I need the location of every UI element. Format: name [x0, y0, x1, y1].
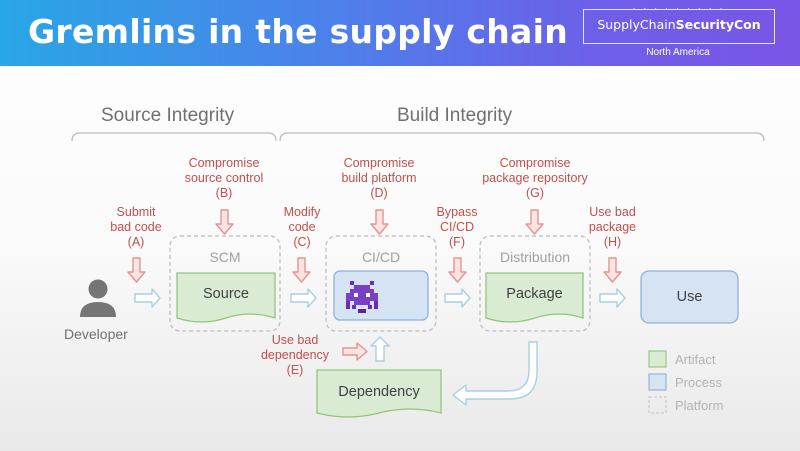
cicd-process [333, 270, 429, 321]
threat-h-line1: Use bad [589, 205, 636, 219]
threat-arrow-e [342, 342, 368, 361]
logo-text-part2: SecurityCon [675, 17, 761, 32]
flow-arrow-distribution-dependency [452, 341, 538, 406]
cicd-platform-label: CI/CD [361, 249, 401, 265]
source-integrity-header: Source Integrity [101, 105, 235, 126]
build-integrity-brace [279, 132, 765, 142]
threat-f-line2: CI/CD [439, 220, 475, 234]
threat-label-b: Compromise source control (B) [174, 156, 274, 201]
legend-platform-swatch [648, 396, 667, 414]
threat-d-id: (D) [370, 186, 388, 200]
source-label: Source [203, 286, 249, 302]
threat-f-id: (F) [449, 235, 465, 249]
legend-process-label: Process [675, 375, 722, 390]
flow-arrow-dependency-cicd [370, 336, 390, 362]
threat-label-f: Bypass CI/CD (F) [427, 205, 487, 250]
threat-label-a: Submit bad code (A) [96, 205, 176, 250]
package-label: Package [506, 286, 563, 302]
threat-g-id: (G) [525, 186, 545, 200]
threat-arrow-c [292, 257, 311, 283]
threat-a-line2: bad code [110, 220, 162, 234]
threat-label-e: Use bad dependency (E) [255, 333, 335, 378]
threat-c-line2: code [288, 220, 316, 234]
threat-c-line1: Modify [283, 205, 321, 219]
scm-platform [169, 235, 281, 332]
threat-label-g: Compromise package repository (G) [470, 156, 600, 201]
distribution-platform [479, 235, 591, 332]
threat-g-line2: package repository [482, 171, 588, 185]
threat-label-d: Compromise build platform (D) [329, 156, 429, 201]
legend-process-swatch [648, 373, 667, 391]
threat-a-line1: Submit [116, 205, 156, 219]
threat-label-h: Use bad package (H) [580, 205, 645, 250]
legend-artifact-swatch [648, 350, 667, 368]
scm-platform-label: SCM [209, 249, 241, 265]
threat-arrow-b [215, 209, 234, 235]
use-process [640, 270, 739, 324]
threat-arrow-d [370, 209, 389, 235]
distribution-platform-label: Distribution [499, 249, 571, 265]
flow-arrow-cicd-package [444, 288, 471, 308]
flow-arrow-source-cicd [290, 288, 317, 308]
source-integrity-brace [71, 132, 277, 142]
threat-b-id: (B) [215, 186, 233, 200]
conference-logo: · · · · · · · · · SupplyChainSecurityCon [583, 5, 775, 44]
dependency-label: Dependency [338, 384, 420, 400]
title-banner [0, 0, 800, 66]
slide-title: Gremlins in the supply chain [28, 12, 569, 51]
source-artifact [176, 272, 276, 323]
threat-arrow-f [448, 257, 467, 283]
cicd-platform [325, 235, 437, 332]
threat-d-line1: Compromise [343, 156, 415, 170]
threat-label-c: Modify code (C) [272, 205, 332, 250]
use-label: Use [676, 289, 703, 305]
threat-arrow-a [127, 257, 146, 283]
dependency-artifact [316, 369, 442, 418]
flow-arrow-dev-source [134, 288, 161, 308]
threat-arrow-h [603, 257, 622, 283]
developer-label: Developer [64, 326, 128, 342]
package-artifact [485, 272, 584, 323]
flow-arrow-package-use [599, 288, 626, 308]
threat-arrow-g [525, 209, 544, 235]
threat-b-line2: source control [184, 171, 264, 185]
threat-h-line2: package [588, 220, 637, 234]
threat-a-id: (A) [127, 235, 145, 249]
threat-c-id: (C) [293, 235, 311, 249]
logo-text-part1: SupplyChain [597, 17, 676, 32]
legend-platform-label: Platform [675, 398, 724, 413]
logo-dots: · · · · · · · · · [632, 4, 726, 13]
legend-artifact-label: Artifact [675, 352, 716, 367]
threat-b-line1: Compromise [188, 156, 260, 170]
threat-d-line2: build platform [341, 171, 417, 185]
threat-e-line1: Use bad [271, 333, 319, 347]
person-icon [80, 279, 116, 317]
threat-e-line2: dependency [260, 348, 330, 362]
threat-g-line1: Compromise [499, 156, 571, 170]
logo-region: North America [646, 47, 710, 58]
threat-h-id: (H) [603, 235, 622, 249]
logo-text: SupplyChainSecurityCon [584, 17, 774, 32]
space-invader-icon [346, 281, 378, 313]
threat-f-line1: Bypass [436, 205, 478, 219]
threat-e-id: (E) [286, 363, 304, 377]
build-integrity-header: Build Integrity [397, 105, 513, 126]
